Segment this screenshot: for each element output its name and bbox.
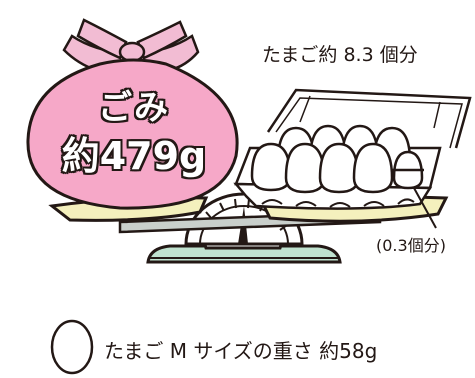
bag-body	[26, 58, 239, 210]
garbage-bag	[26, 18, 239, 210]
partial-egg	[392, 150, 424, 190]
egg	[318, 142, 360, 194]
bag-label-title: ごみ	[98, 88, 170, 128]
scale-base	[146, 244, 342, 264]
partial-egg-label: (0.3個分)	[376, 236, 446, 255]
egg	[284, 142, 326, 194]
egg-weight-caption: たまご M サイズの重さ 約58g	[104, 339, 378, 363]
egg-outline-icon	[50, 319, 94, 375]
egg	[250, 142, 292, 192]
eggs-count-label: たまご約 8.3 個分	[262, 44, 418, 66]
egg	[352, 142, 394, 194]
eggs-front-row	[250, 142, 394, 194]
callout-line	[413, 187, 437, 229]
bag-label-weight: 約479g	[61, 134, 207, 178]
